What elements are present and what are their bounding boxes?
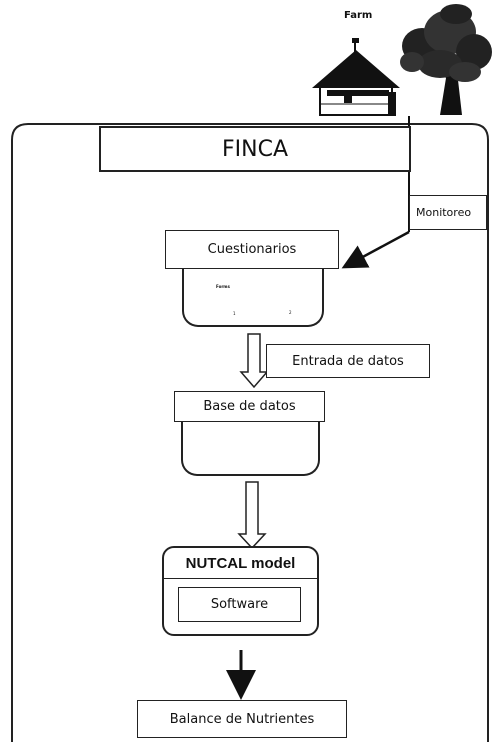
cuestionarios-container	[182, 269, 324, 327]
farm-label: Farm	[344, 10, 373, 21]
entrada-box: Entrada de datos	[266, 344, 430, 378]
software-box: Software	[178, 587, 301, 622]
finca-title: FINCA	[221, 136, 288, 162]
nutcal-label: NUTCAL model	[185, 554, 296, 572]
finca-title-box: FINCA	[99, 126, 411, 172]
software-label: Software	[210, 597, 269, 612]
cuestionarios-label: Cuestionarios	[207, 242, 297, 257]
base-de-datos-label: Base de datos	[203, 399, 296, 414]
doc-front-text: Forms	[216, 284, 230, 289]
doc-page-2: 2	[289, 310, 292, 315]
monitoreo-label: Monitoreo	[416, 206, 472, 219]
doc-page-1: 1	[233, 311, 236, 316]
base-de-datos-box: Base de datos	[174, 391, 325, 422]
hollow-arrow-1	[239, 333, 269, 389]
farm-house-icon	[312, 38, 400, 116]
tree-icon	[400, 4, 492, 115]
balance-box: Balance de Nutrientes	[137, 700, 347, 738]
cuestionarios-box: Cuestionarios	[165, 230, 339, 269]
nutcal-header: NUTCAL model	[164, 548, 317, 579]
balance-label: Balance de Nutrientes	[169, 711, 315, 727]
finca-frame	[11, 123, 489, 742]
base-de-datos-container	[181, 422, 320, 476]
entrada-label: Entrada de datos	[292, 353, 404, 369]
hollow-arrow-2	[237, 481, 267, 550]
monitoreo-box: Monitoreo	[409, 195, 487, 230]
